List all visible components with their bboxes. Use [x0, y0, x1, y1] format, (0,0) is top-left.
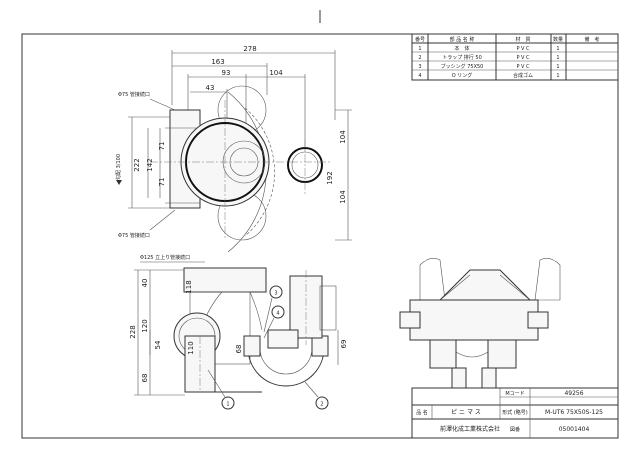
company-name: 前澤化成工業株式会社: [440, 425, 500, 433]
plan-view: 278 163 93 104 43 222 142 71: [115, 45, 352, 253]
table-cell-no: 4: [418, 73, 421, 79]
side-view-sketch: [399, 258, 561, 389]
table-cell-name: 本 体: [454, 45, 469, 52]
product-name-value: ピ ニ マ ス: [451, 409, 481, 416]
dim-71a: 71: [158, 142, 166, 151]
dim-43: 43: [206, 84, 215, 92]
dim-104-right-1: 104: [339, 130, 347, 144]
dim-142: 142: [146, 158, 154, 171]
dim-228: 228: [129, 325, 137, 338]
title-block: Mコード 49256 品 名 ピ ニ マ ス 形式 (略号) M-UT6 75X…: [411, 387, 619, 439]
model-value: M-UT6 75X50S-125: [545, 409, 603, 416]
parts-table: 番号 部 品 名 称 材 質 数量 備 考 1 本 体 P V C 1 2 トラ…: [411, 33, 619, 81]
table-cell-material: P V C: [516, 64, 530, 70]
drawing-number-value: 05001404: [559, 426, 590, 433]
pipe-label-top: Φ75 管接続口: [118, 91, 150, 98]
dim-110: 110: [187, 341, 195, 354]
riser-label: Φ125 立上り管接続口: [140, 254, 190, 261]
dim-93: 93: [222, 69, 231, 77]
table-cell-qty: 1: [556, 46, 559, 52]
dim-118: 118: [185, 280, 193, 293]
dim-68b: 68: [235, 345, 243, 354]
table-cell-no: 1: [418, 46, 421, 52]
svg-text:3: 3: [274, 291, 277, 297]
dim-54: 54: [154, 340, 162, 349]
pipe-label-bottom: Φ75 管接続口: [118, 232, 150, 239]
drawing-number-label: 図番: [510, 426, 520, 433]
dim-278: 278: [243, 45, 256, 53]
table-cell-qty: 1: [556, 55, 559, 61]
table-cell-name: トラップ 排行 50: [442, 54, 482, 61]
mcode-label: Mコード: [505, 391, 524, 397]
slope-arrow-icon: [116, 180, 122, 185]
dim-71b: 71: [158, 178, 166, 187]
dim-120: 120: [141, 319, 149, 332]
table-cell-qty: 1: [556, 73, 559, 79]
front-view: Φ125 立上り管接続口 40 228 120 54: [129, 254, 348, 410]
callout-4: [271, 305, 285, 319]
mcode-value: 49256: [564, 390, 583, 397]
callout-3: [269, 285, 283, 299]
slope-label: 勾配 3/100: [115, 154, 122, 180]
callout-1: [221, 396, 235, 410]
table-cell-name: ブッシング 75X50: [441, 63, 484, 70]
model-label: 形式 (略号): [502, 409, 528, 416]
table-header-qty: 数量: [553, 36, 563, 43]
table-header-name: 部 品 名 称: [450, 36, 475, 43]
dim-104-right-2: 104: [339, 190, 347, 204]
table-header-no: 番号: [415, 36, 425, 43]
table-cell-name: O リング: [452, 72, 473, 79]
dim-222: 222: [133, 158, 141, 171]
svg-text:1: 1: [226, 402, 229, 408]
table-cell-no: 2: [418, 55, 421, 61]
dim-68: 68: [141, 374, 149, 383]
table-cell-qty: 1: [556, 64, 559, 70]
table-header-material: 材 質: [515, 36, 530, 43]
table-cell-no: 3: [418, 64, 421, 70]
dim-192: 192: [326, 171, 334, 184]
dim-69: 69: [340, 340, 348, 349]
drawing-frame: [21, 33, 619, 439]
dim-163: 163: [211, 58, 224, 66]
dim-104-top: 104: [269, 69, 283, 77]
svg-text:2: 2: [320, 402, 323, 408]
table-cell-material: 合成ゴム: [513, 72, 533, 79]
table-cell-material: P V C: [516, 55, 530, 61]
table-cell-material: P V C: [516, 46, 530, 52]
svg-text:4: 4: [276, 311, 279, 317]
callout-2: [315, 396, 329, 410]
product-name-label: 品 名: [416, 409, 428, 416]
table-header-note: 備 考: [584, 36, 599, 43]
dim-40: 40: [141, 279, 149, 288]
